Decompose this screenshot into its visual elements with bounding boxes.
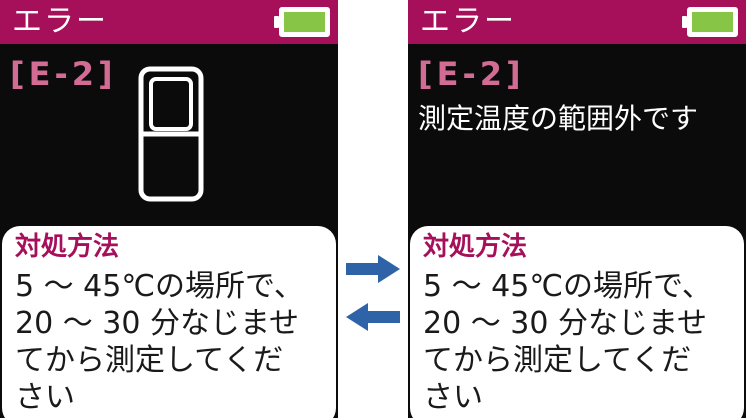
remedy-line: さい [15, 380, 75, 415]
remedy-line: てから測定してくだ [423, 343, 692, 378]
screen-title: エラー [420, 4, 516, 39]
remedy-card: 対処方法 5 ～ 45℃の場所で、 20 ～ 30 分なじませ てから測定してく… [410, 226, 744, 418]
arrow-left-icon [346, 303, 400, 331]
remedy-text: 5 ～ 45℃の場所で、 20 ～ 30 分なじませ てから測定してくだ さい [423, 268, 735, 416]
error-screen-message-variant: エラー [E-2] 測定温度の範囲外です 対処方法 5 ～ 45℃の場所で、 2… [408, 0, 746, 418]
battery-icon [274, 7, 330, 37]
battery-level [284, 12, 325, 32]
screen-title: エラー [12, 4, 108, 39]
remedy-text: 5 ～ 45℃の場所で、 20 ～ 30 分なじませ てから測定してくだ さい [15, 268, 327, 416]
remedy-title: 対処方法 [15, 232, 120, 262]
error-code: [E-2] [418, 55, 525, 93]
error-message: 測定温度の範囲外です [418, 102, 699, 135]
battery-icon [682, 7, 738, 37]
title-bar: エラー [0, 0, 338, 44]
remedy-line: 5 ～ 45℃の場所で、 [15, 269, 304, 304]
remedy-line: 20 ～ 30 分なじませ [423, 306, 708, 341]
toggle-arrows [346, 255, 400, 331]
remedy-line: 5 ～ 45℃の場所で、 [423, 269, 712, 304]
remedy-card: 対処方法 5 ～ 45℃の場所で、 20 ～ 30 分なじませ てから測定してく… [2, 226, 336, 418]
error-code: [E-2] [10, 55, 117, 93]
remedy-line: 20 ～ 30 分なじませ [15, 306, 300, 341]
remedy-title: 対処方法 [423, 232, 528, 262]
error-screen-icon-variant: エラー [E-2] 対処方法 5 ～ 45℃の場所で、 20 ～ 30 分なじま… [0, 0, 338, 418]
remedy-line: さい [423, 380, 483, 415]
battery-level [692, 12, 733, 32]
arrow-right-icon [346, 255, 400, 283]
title-bar: エラー [408, 0, 746, 44]
remedy-line: てから測定してくだ [15, 343, 284, 378]
device-icon [138, 66, 204, 202]
